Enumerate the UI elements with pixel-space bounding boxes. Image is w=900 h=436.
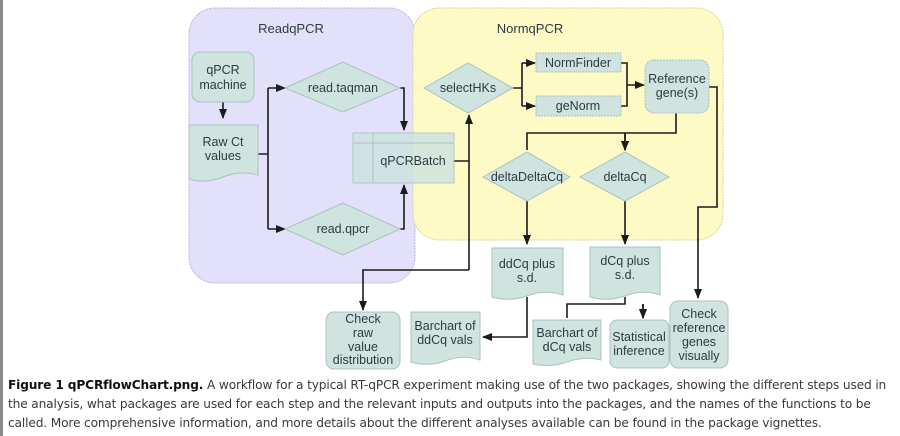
node-genorm[interactable]: geNorm [535,95,622,117]
node-barchart-ddcq-line2: ddCq vals [417,333,473,347]
node-raw-ct-values[interactable]: Raw Ct values [188,124,259,182]
node-check-raw-line3: value [348,340,378,354]
node-reference-genes-line2: gene(s) [656,86,698,100]
node-read-qpcr[interactable]: read.qpcr [283,202,402,256]
node-dcq-sd-line2: s.d. [615,268,635,282]
node-normfinder[interactable]: NormFinder [535,52,622,73]
connector-dcq-split [566,297,643,318]
connector-reference-to-check [694,86,718,299]
node-check-reference-line4: visually [679,349,721,363]
node-dcq-sd-line1: dCq plus [600,254,649,268]
node-check-raw-line1: Check [345,312,381,326]
readqpcr-package-label: ReadqPCR [258,21,324,36]
node-barchart-dcq-line2: dCq vals [543,340,592,354]
caption-body: A workflow for a typical RT-qPCR experim… [8,378,887,430]
node-reference-genes[interactable]: Reference gene(s) [644,59,710,114]
connector-selecthks-split [513,63,523,106]
node-statistical-inference-line2: inference [613,344,664,358]
node-ddcq-plus-sd[interactable]: ddCq plus s.d. [491,247,564,300]
node-barchart-dcq[interactable]: Barchart of dCq vals [532,319,602,367]
node-check-raw-line4: distribution [333,353,393,367]
node-read-qpcr-label: read.qpcr [317,222,370,236]
node-deltacq[interactable]: deltaCq [578,151,671,202]
figure-caption: Figure 1 qPCRflowChart.png. A workflow f… [8,376,898,433]
node-barchart-ddcq[interactable]: Barchart of ddCq vals [410,311,481,365]
node-barchart-dcq-line1: Barchart of [536,326,598,340]
workflow-diagram: ReadqPCR NormqPCR qPCR machine Raw Ct va… [188,7,729,370]
connector-taqman-to-batch [400,87,408,131]
node-deltadeltacq[interactable]: deltaDeltaCq [481,151,572,202]
node-qpcrbatch[interactable]: qPCRBatch [352,132,455,184]
node-qpcr-machine-line2: machine [199,78,246,92]
node-dcq-plus-sd[interactable]: dCq plus s.d. [589,246,661,300]
connector-raw-to-readers [258,88,269,229]
connector-batch-to-check-raw [359,269,469,311]
connector-batch-to-selecthks [453,115,469,270]
node-ddcq-sd-line2: s.d. [517,271,537,285]
node-selecthks-label: selectHKs [440,81,496,95]
connector-qpcr-to-batch [400,184,408,230]
node-genorm-label: geNorm [556,99,600,113]
left-border-rule [0,0,3,436]
caption-title: Figure 1 qPCRflowChart.png. [8,378,204,392]
node-raw-ct-line2: values [205,149,241,163]
node-raw-ct-line1: Raw Ct [203,135,245,149]
node-deltadeltacq-label: deltaDeltaCq [491,170,563,184]
node-check-raw-distribution[interactable]: Check raw value distribution [325,311,401,370]
node-read-taqman[interactable]: read.taqman [283,61,402,113]
node-ddcq-sd-line1: ddCq plus [499,257,555,271]
node-check-reference-line3: genes [682,335,716,349]
node-normfinder-label: NormFinder [545,56,611,70]
node-statistical-inference-line1: Statistical [612,330,666,344]
node-check-reference-line2: reference [673,321,726,335]
node-barchart-ddcq-line1: Barchart of [414,319,476,333]
node-qpcr-machine[interactable]: qPCR machine [191,51,255,103]
node-check-reference-genes[interactable]: Check reference genes visually [669,300,729,369]
node-statistical-inference[interactable]: Statistical inference [609,319,670,369]
node-check-raw-line2: raw [353,326,374,340]
node-deltacq-label: deltaCq [603,170,646,184]
connectors [219,59,718,341]
node-qpcrbatch-label: qPCRBatch [380,154,445,168]
normqpcr-package-label: NormqPCR [497,21,563,36]
node-selecthks[interactable]: selectHKs [422,62,515,114]
node-reference-genes-line1: Reference [648,72,706,86]
connector-normfinder-genorm-merge [621,62,644,107]
node-check-reference-line1: Check [681,307,717,321]
node-read-taqman-label: read.taqman [308,81,378,95]
node-qpcr-machine-line1: qPCR [206,63,239,77]
connector-ddcq-to-barchart [482,297,528,341]
